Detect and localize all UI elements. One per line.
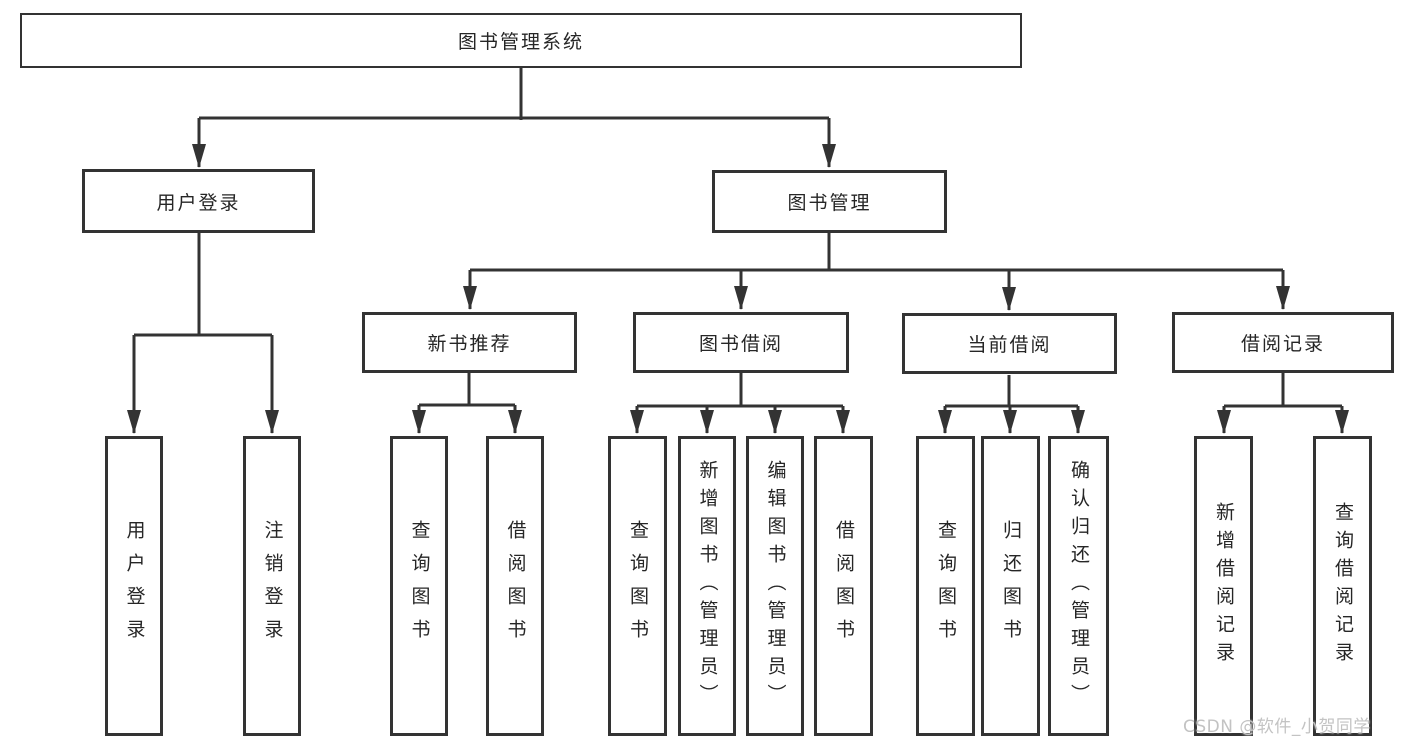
leaf-query-borrow-record: 查询借阅记录 bbox=[1313, 436, 1372, 736]
node-book-borrow: 图书借阅 bbox=[633, 312, 849, 373]
leaf-newbook-query-books: 查询图书 bbox=[390, 436, 448, 736]
leaf-current-query-books: 查询图书 bbox=[916, 436, 975, 736]
csdn-watermark: CSDN @软件_小贺同学 bbox=[1183, 717, 1371, 737]
leaf-borrow-query-books: 查询图书 bbox=[608, 436, 667, 736]
node-root-library-system: 图书管理系统 bbox=[20, 13, 1022, 68]
node-book-management-branch: 图书管理 bbox=[712, 170, 947, 233]
leaf-logout: 注销登录 bbox=[243, 436, 301, 736]
leaf-add-books-admin: 新增图书（管理员） bbox=[678, 436, 736, 736]
node-new-book-recommend: 新书推荐 bbox=[362, 312, 577, 373]
node-user-login-branch: 用户登录 bbox=[82, 169, 315, 233]
leaf-newbook-borrow-books: 借阅图书 bbox=[486, 436, 544, 736]
leaf-borrow-books: 借阅图书 bbox=[814, 436, 873, 736]
leaf-confirm-return-admin: 确认归还（管理员） bbox=[1048, 436, 1109, 736]
leaf-user-login: 用户登录 bbox=[105, 436, 163, 736]
node-borrow-records: 借阅记录 bbox=[1172, 312, 1394, 373]
leaf-edit-books-admin: 编辑图书（管理员） bbox=[746, 436, 804, 736]
leaf-return-books: 归还图书 bbox=[981, 436, 1040, 736]
leaf-add-borrow-record: 新增借阅记录 bbox=[1194, 436, 1253, 736]
node-current-borrow: 当前借阅 bbox=[902, 313, 1117, 374]
